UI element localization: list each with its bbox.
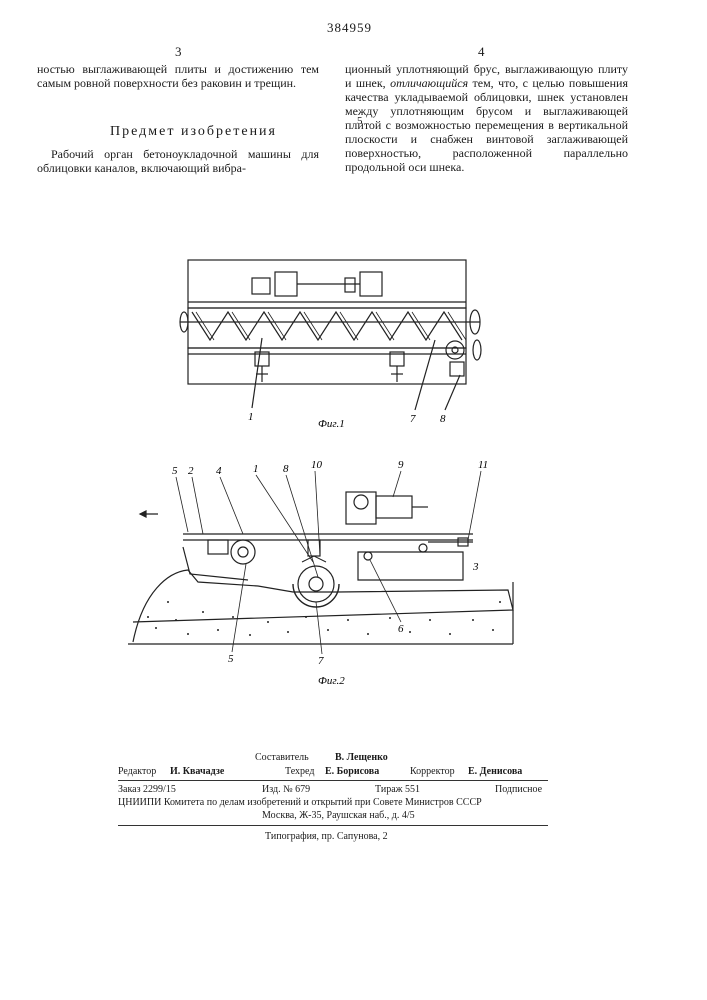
figure-2-caption: Фиг.2 (318, 675, 345, 687)
order-number: Заказ 2299/15 (118, 784, 176, 796)
techred-label: Техред (285, 766, 314, 778)
editor-label: Редактор (118, 766, 156, 778)
left-paragraph-2: Рабочий орган бетоноукладочной машины дл… (37, 147, 319, 175)
section-heading: Предмет изобретения (110, 124, 277, 140)
colophon-divider-1 (118, 780, 548, 781)
figure-1-drawing: 1 7 8 Фиг.1 (170, 250, 500, 440)
right-column: ционный уплотняющий брус, выглаживающую … (345, 62, 628, 174)
left-paragraph-1: ностью выглаживающей плиты и достижению … (37, 62, 319, 90)
fig2-label-9: 9 (398, 459, 404, 471)
fig2-label-4: 4 (216, 465, 222, 477)
printing-house: Типография, пр. Сапунова, 2 (265, 831, 388, 843)
corrector-name: Е. Денисова (468, 766, 522, 778)
right-column-number: 4 (478, 44, 485, 60)
corrector-label: Корректор (410, 766, 455, 778)
techred-name: Е. Борисова (325, 766, 379, 778)
fig2-label-6: 6 (398, 623, 404, 635)
left-column-number: 3 (175, 44, 182, 60)
izd-number: Изд. № 679 (262, 784, 310, 796)
tirazh: Тираж 551 (375, 784, 420, 796)
org-line-2: Москва, Ж-35, Раушская наб., д. 4/5 (262, 810, 415, 822)
colophon-divider-2 (118, 825, 548, 826)
figure-2-drawing: 5 2 4 1 8 10 9 11 3 5 7 6 Фиг.2 (128, 452, 528, 692)
left-column: ностью выглаживающей плиты и достижению … (37, 62, 319, 90)
claim-emphasis: отличающийся (390, 76, 468, 90)
podpisnoe: Подписное (495, 784, 542, 796)
fig2-label-2: 2 (188, 465, 194, 477)
editor-name: И. Квачадзе (170, 766, 224, 778)
fig1-label-1: 1 (248, 411, 254, 423)
fig2-label-7: 7 (318, 655, 324, 667)
figure-1-caption: Фиг.1 (318, 418, 345, 430)
compiler-name: В. Лещенко (335, 752, 388, 764)
claim-text-end: тем, что, с целью повышения качества укл… (345, 76, 628, 174)
fig2-label-3: 3 (472, 561, 479, 573)
fig2-label-11: 11 (478, 459, 488, 471)
fig2-label-1: 1 (253, 463, 259, 475)
fig2-label-8: 8 (283, 463, 289, 475)
org-line-1: ЦНИИПИ Комитета по делам изобретений и о… (118, 797, 482, 809)
fig2-label-5-bottom: 5 (228, 653, 234, 665)
fig1-label-8: 8 (440, 413, 446, 425)
right-paragraph: ционный уплотняющий брус, выглаживающую … (345, 62, 628, 174)
left-column-claim: Рабочий орган бетоноукладочной машины дл… (37, 147, 319, 175)
patent-number: 384959 (327, 20, 372, 36)
fig1-label-7: 7 (410, 413, 416, 425)
fig2-label-5-top: 5 (172, 465, 178, 477)
compiler-label: Составитель (255, 752, 309, 764)
fig2-label-10: 10 (311, 459, 323, 471)
